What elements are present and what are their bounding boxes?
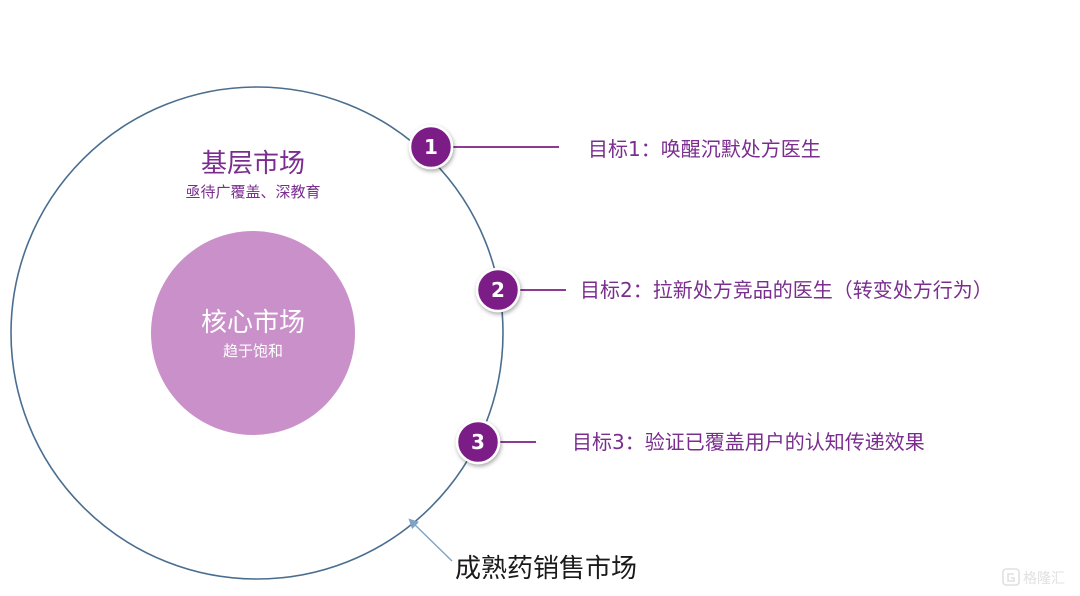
goal-1-text: 目标1：唤醒沉默处方医生 (588, 137, 821, 161)
goal-1-badge (408, 124, 454, 170)
market-label: 成熟药销售市场 (455, 554, 637, 584)
core-market-subtitle: 趋于饱和 (223, 342, 283, 360)
goal-1-number: 1 (424, 135, 438, 159)
watermark-g-icon (1002, 568, 1020, 586)
goal-3-number: 3 (471, 430, 485, 454)
goal-3-text: 目标3：验证已覆盖用户的认知传递效果 (572, 430, 925, 454)
goal-2-text: 目标2：拉新处方竞品的医生（转变处方行为） (580, 278, 993, 302)
watermark-logo: 格隆汇 (1002, 568, 1065, 587)
goal-3-badge (455, 419, 501, 465)
core-market-circle (151, 231, 355, 435)
outer-market-title: 基层市场 (201, 149, 305, 179)
outer-market-circle (10, 86, 504, 580)
goal-2-number: 2 (491, 278, 505, 302)
core-market-title: 核心市场 (201, 308, 305, 338)
watermark-text: 格隆汇 (1023, 571, 1065, 587)
market-label-pointer (408, 518, 453, 562)
outer-market-subtitle: 亟待广覆盖、深教育 (185, 183, 320, 201)
goal-2-badge (475, 267, 521, 313)
